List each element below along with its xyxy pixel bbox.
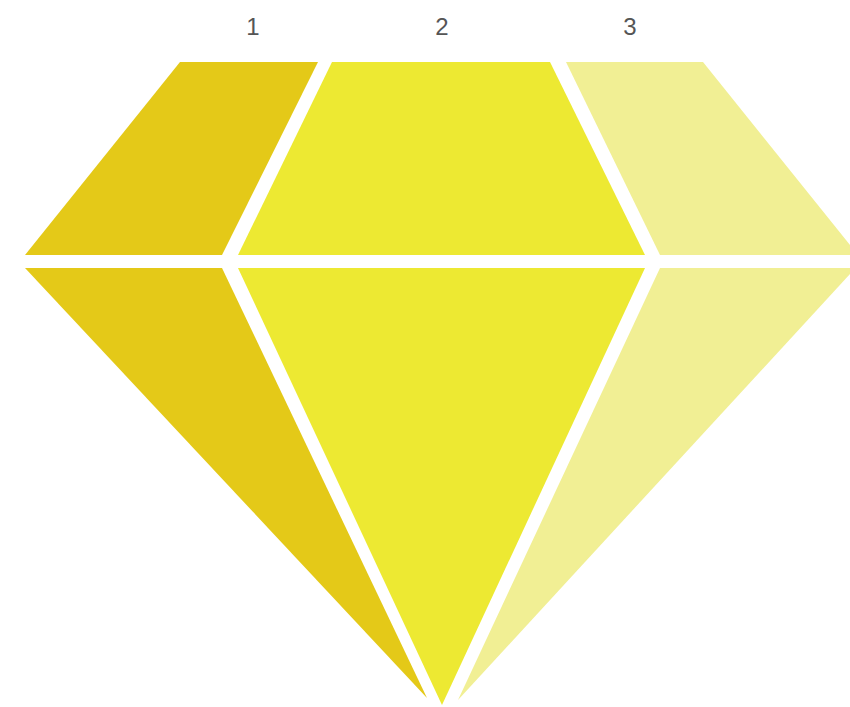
gem-facet <box>566 62 850 255</box>
callout-number: 1 <box>246 15 259 39</box>
gem-facet <box>458 268 850 700</box>
callout-row: 1 2 3 <box>0 0 850 60</box>
callout-number: 3 <box>623 15 636 39</box>
callout-number: 2 <box>435 15 448 39</box>
